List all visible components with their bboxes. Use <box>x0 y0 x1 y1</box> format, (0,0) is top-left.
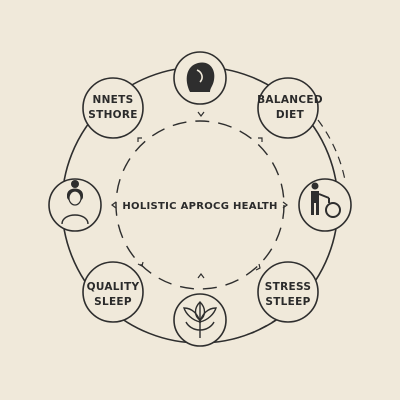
head-profile-icon <box>186 62 215 92</box>
node-balanced-diet-circle <box>257 77 319 139</box>
person-bicycle-icon <box>311 182 341 218</box>
nnets-sthore-line-1: NNETS <box>93 94 134 106</box>
node-quality-sleep-circle <box>82 261 144 323</box>
outer-dashed-arc-2 <box>317 119 346 181</box>
stress-steep-line-2: STLEEP <box>265 296 310 308</box>
inner-dashed-ring <box>115 120 285 290</box>
arrow-tick-top-left <box>137 137 142 142</box>
node-left <box>48 178 102 232</box>
balanced-diet-line-2: DIET <box>276 109 305 121</box>
arrow-tick-right <box>282 201 288 209</box>
node-balanced-diet <box>257 77 319 139</box>
arrow-ticks <box>111 111 288 279</box>
node-right <box>298 178 352 232</box>
node-nnets-sthore-circle <box>82 77 144 139</box>
arrow-tick-top-right <box>258 137 263 142</box>
quality-sleep-line-1: QUALITY <box>87 281 140 293</box>
arrow-tick-bottom-left <box>137 261 144 267</box>
arrow-tick-left <box>111 201 117 209</box>
node-bottom <box>173 293 227 347</box>
node-right-circle <box>298 178 352 232</box>
arrow-tick-bottom-right <box>255 263 261 271</box>
node-top <box>173 51 227 105</box>
arrow-tick-bottom <box>197 273 205 279</box>
center-label: HOLISTIC APROCG HEALTH <box>122 201 277 212</box>
node-quality-sleep <box>82 261 144 323</box>
woman-avatar-icon <box>61 180 89 225</box>
nnets-sthore-line-2: STHORE <box>88 109 138 121</box>
leaf-icon <box>183 301 217 338</box>
arrow-tick-top <box>197 111 205 117</box>
balanced-diet-line-1: BALANCED <box>257 94 323 106</box>
node-nnets-sthore <box>82 77 144 139</box>
node-stress-steep <box>257 261 319 323</box>
quality-sleep-line-2: SLEEP <box>94 296 132 308</box>
stress-steep-line-1: STRESS <box>265 281 311 293</box>
node-stress-steep-circle <box>257 261 319 323</box>
